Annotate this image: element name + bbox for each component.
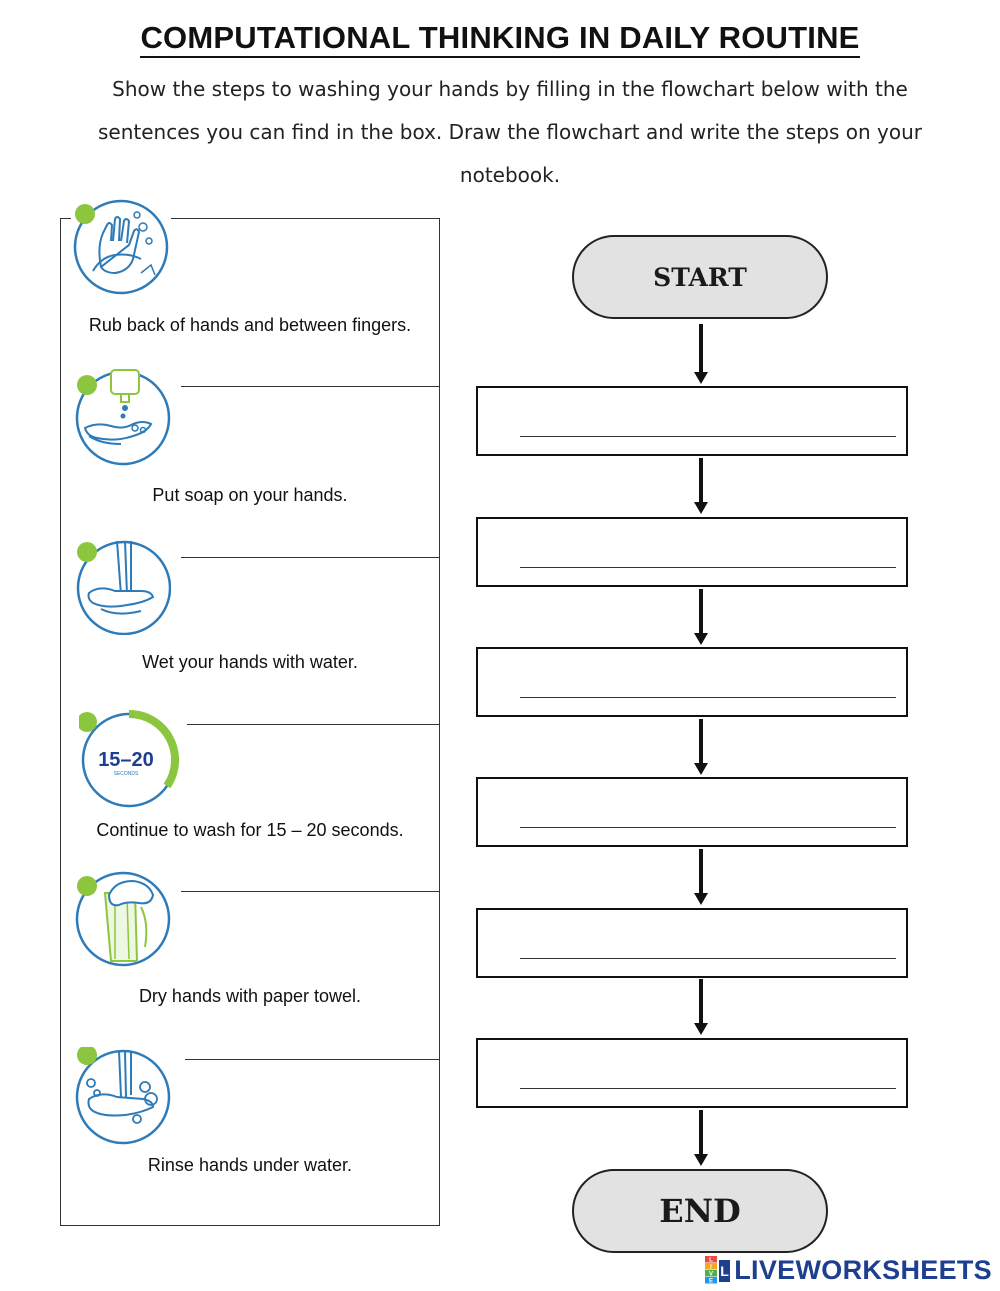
svg-text:V: V [709,1272,713,1278]
step-card[interactable]: Rinse hands under water. [61,1045,439,1225]
end-label: END [659,1192,741,1230]
arrow-down-icon [690,587,712,647]
start-label: START [653,262,747,292]
blank-step-box[interactable] [476,1038,908,1108]
svg-text:L: L [709,1258,713,1264]
answer-line [520,958,896,959]
answer-line [520,567,896,568]
arrow-down-icon [690,456,712,516]
step-divider [187,724,439,725]
step-label: Put soap on your hands. [152,485,348,505]
steps-box: Rub back of hands and between fingers. P… [60,197,440,1226]
page-title: COMPUTATIONAL THINKING IN DAILY ROUTINE [0,20,1000,58]
blank-step-box[interactable] [476,777,908,847]
step-divider [181,891,439,892]
rinse-hands-icon [71,1045,171,1147]
arrow-down-icon [690,322,712,386]
answer-line [520,436,896,437]
wet-hands-icon [71,535,172,636]
soap-dispenser-icon [71,366,171,466]
answer-line [520,1088,896,1089]
svg-text:L: L [720,1263,729,1279]
blank-step-box[interactable] [476,386,908,456]
answer-line [520,827,896,828]
step-label: Wet your hands with water. [142,652,358,672]
step-label: Dry hands with paper towel. [138,986,362,1006]
step-label: Continue to wash for 15 – 20 seconds. [96,820,404,840]
blank-step-box[interactable] [476,517,908,587]
instructions: Show the steps to washing your hands by … [97,77,923,187]
answer-line [520,697,896,698]
blank-step-box[interactable] [476,908,908,978]
liveworksheets-logo[interactable]: L I V E L LIVEWORKSHEETS [705,1255,992,1285]
step-card[interactable]: 15–20 SECONDS Continue to wash for 15 – … [61,709,439,891]
timer-icon: 15–20 SECONDS [77,709,180,810]
svg-text:E: E [709,1279,713,1285]
arrow-down-icon [690,847,712,907]
rub-hands-icon [71,197,171,297]
blank-step-box[interactable] [476,647,908,717]
step-divider [181,386,439,387]
arrow-down-icon [690,1108,712,1168]
step-label: Rinse hands under water. [147,1155,353,1175]
svg-text:I: I [710,1265,712,1271]
step-divider [181,557,439,558]
timer-sub: SECONDS [114,771,139,777]
step-card[interactable]: Put soap on your hands. [61,366,439,557]
logo-text: LIVEWORKSHEETS [734,1254,992,1285]
start-terminal: START [572,235,828,319]
step-card[interactable]: Dry hands with paper towel. [61,867,439,1059]
arrow-down-icon [690,977,712,1037]
step-divider [185,1059,439,1060]
step-card[interactable]: Wet your hands with water. [61,535,439,724]
timer-text: 15–20 [98,749,154,771]
step-card[interactable]: Rub back of hands and between fingers. [61,197,439,386]
paper-towel-icon [71,867,171,967]
logo-badge-icon: L I V E L [705,1256,731,1284]
arrow-down-icon [690,717,712,777]
end-terminal: END [572,1169,828,1253]
step-label: Rub back of hands and between fingers. [88,315,412,335]
